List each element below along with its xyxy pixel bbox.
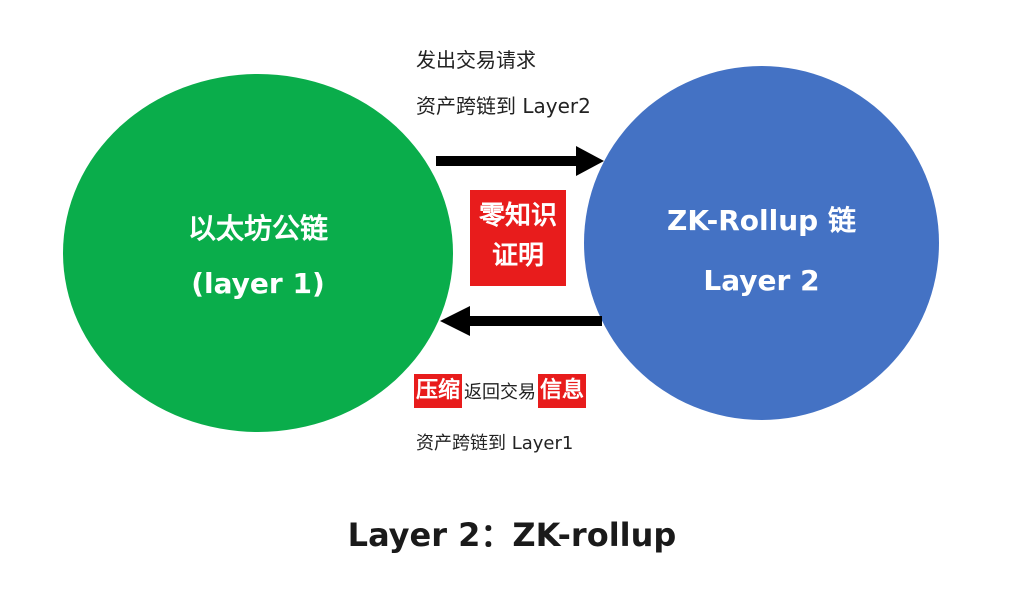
- layer2-subtitle: Layer 2: [703, 264, 820, 297]
- diagram-title: Layer 2：ZK-rollup: [347, 516, 677, 554]
- layer1-subtitle: (layer 1): [191, 267, 325, 300]
- zk-box-line2: 证明: [491, 241, 544, 271]
- return-info-label: 压缩 返回交易 信息: [414, 370, 587, 412]
- layer2-circle: ZK-Rollup 链 Layer 2: [584, 66, 939, 420]
- layer2-title: ZK-Rollup 链: [667, 204, 856, 237]
- layer1-circle: 以太坊公链 (layer 1): [63, 74, 453, 432]
- cross-chain-to-layer2-label: 资产跨链到 Layer2: [416, 94, 591, 118]
- zero-knowledge-proof-box: 零知识 证明: [470, 190, 566, 286]
- return-transaction-text: 返回交易: [464, 382, 537, 403]
- arrow-right: [436, 146, 604, 176]
- cross-chain-to-layer1-label: 资产跨链到 Layer1: [416, 433, 574, 454]
- compress-tag: 压缩: [414, 374, 463, 408]
- zk-box-line1: 零知识: [478, 201, 557, 231]
- send-request-label: 发出交易请求: [416, 48, 536, 72]
- info-tag: 信息: [538, 374, 587, 408]
- arrow-left: [440, 306, 602, 336]
- layer1-title: 以太坊公链: [187, 212, 328, 245]
